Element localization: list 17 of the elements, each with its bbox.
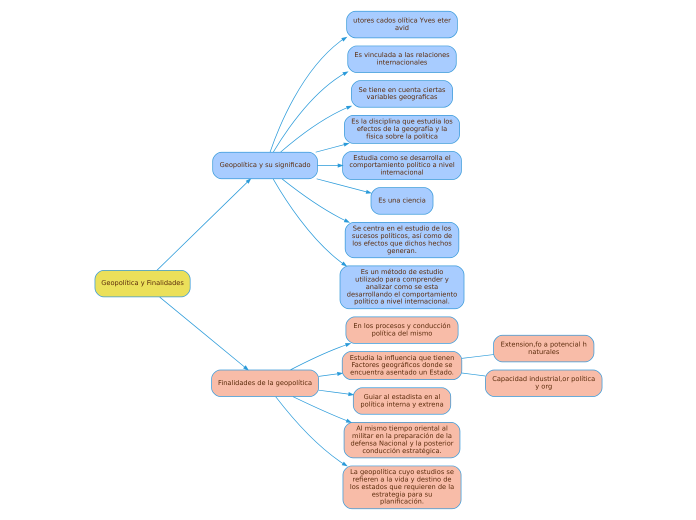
arrow xyxy=(274,396,348,466)
arrow xyxy=(272,178,347,267)
arrow xyxy=(272,71,348,152)
arrow xyxy=(290,343,351,370)
arrow xyxy=(292,396,352,423)
arrow xyxy=(281,178,350,223)
arrow xyxy=(314,142,350,153)
arrow xyxy=(280,106,352,152)
connector xyxy=(460,354,494,359)
arrow xyxy=(269,36,347,153)
arrow xyxy=(318,372,343,377)
connector xyxy=(460,372,486,376)
arrow xyxy=(158,296,248,371)
arrow xyxy=(316,163,344,168)
arrow xyxy=(156,178,251,271)
arrow xyxy=(316,178,372,194)
arrow xyxy=(318,390,354,396)
